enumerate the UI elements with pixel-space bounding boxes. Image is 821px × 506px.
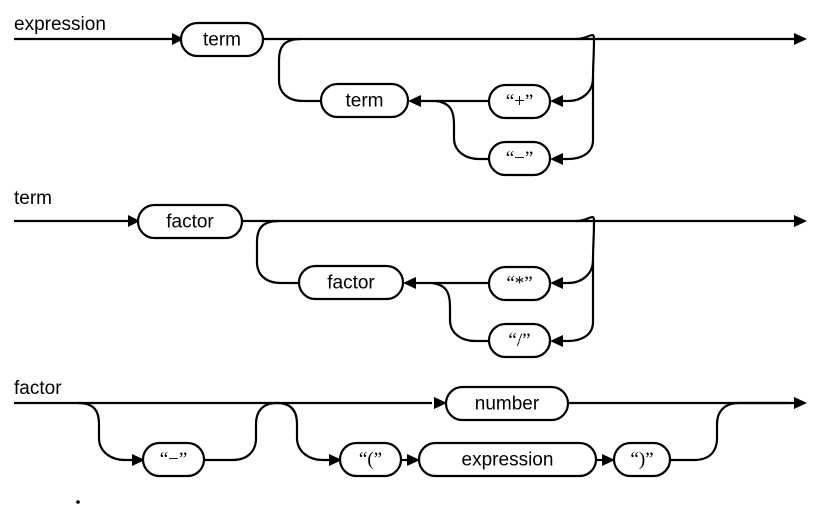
diagram-term: term factor factor “*” “/”	[14, 188, 807, 359]
exit-arrow-term	[794, 215, 807, 227]
minus-branch-curve	[435, 99, 490, 161]
entry-arrow-expression	[172, 33, 184, 45]
return-rail-term-top-join	[575, 215, 596, 223]
optional-minus-arrow	[132, 454, 145, 466]
node-number-label: number	[475, 394, 540, 415]
node-factor-loop-label: factor	[327, 273, 375, 294]
exit-arrow-factor	[794, 397, 807, 409]
paren-branch-arrow	[329, 454, 342, 466]
diagram-title-expression: expression	[14, 14, 106, 35]
loop-arrow-into-factor	[403, 277, 416, 289]
diagram-expression: expression term term “+”	[14, 14, 807, 177]
node-term-loop-label: term	[346, 91, 384, 112]
return-rail-right-upper	[562, 77, 595, 103]
node-term-main-label: term	[203, 30, 241, 51]
divide-branch-curve	[431, 281, 490, 343]
exit-arrow-expression	[794, 33, 807, 45]
return-rail-term-upper	[562, 259, 595, 285]
return-arrow-minus	[550, 153, 563, 165]
node-op-minus-label: “−”	[506, 148, 534, 169]
paren-branch-entry-curve	[276, 401, 329, 462]
optional-minus-exit-curve	[204, 401, 278, 462]
node-op-times-label: “*”	[506, 273, 532, 294]
node-op-divide-label: “/”	[508, 330, 530, 351]
entry-arrow-number	[434, 397, 447, 409]
arrow-into-expression	[407, 454, 420, 466]
return-rail-right-lower	[562, 38, 596, 161]
node-op-plus-label: “+”	[506, 91, 534, 112]
arrow-into-rparen	[602, 454, 615, 466]
return-arrow-divide	[550, 335, 563, 347]
node-term-loop	[319, 82, 410, 119]
diagram-factor: factor “−” number “(”	[14, 378, 807, 504]
node-expression-inner-label: expression	[462, 450, 554, 471]
node-op-minus	[487, 140, 552, 177]
return-rail-top-join	[575, 33, 596, 41]
node-op-divide	[487, 322, 552, 359]
loop-entry-curve-term	[255, 219, 300, 285]
return-rail-term-lower	[562, 220, 596, 343]
node-op-times	[487, 265, 552, 302]
node-lparen-label: “(”	[359, 449, 382, 470]
entry-arrow-term	[128, 215, 140, 227]
node-op-plus	[487, 83, 552, 120]
stray-dot-artifact	[76, 500, 80, 504]
diagram-title-factor: factor	[14, 378, 62, 399]
rparen-return-curve	[670, 401, 790, 462]
node-unary-minus-label: “−”	[160, 449, 188, 470]
node-factor-main-label: factor	[166, 212, 214, 233]
loop-arrow-into-term	[408, 95, 421, 107]
optional-minus-entry-curve	[77, 401, 132, 462]
node-factor-loop	[297, 264, 405, 301]
diagram-title-term: term	[14, 188, 52, 209]
loop-entry-curve-expression	[277, 37, 322, 103]
return-arrow-times	[550, 277, 563, 289]
return-arrow-plus	[550, 95, 563, 107]
node-rparen-label: “)”	[630, 449, 653, 470]
